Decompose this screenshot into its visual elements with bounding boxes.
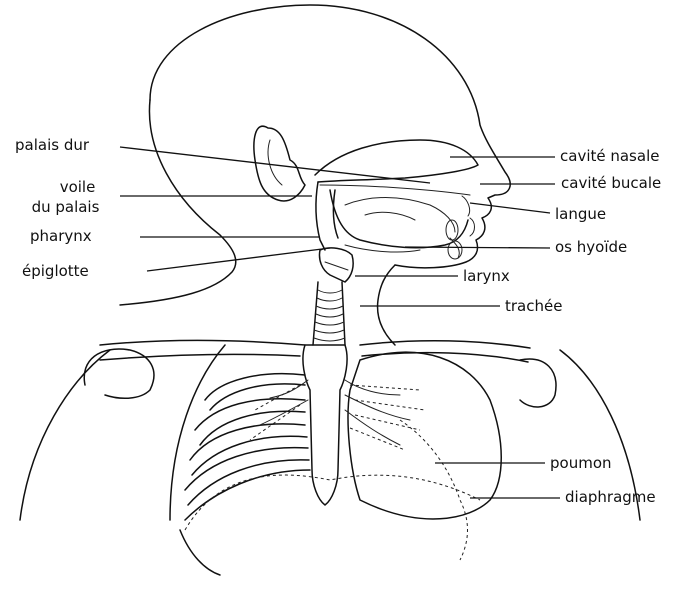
- larynx: [319, 248, 353, 282]
- label-langue: langue: [555, 205, 606, 223]
- right-lung: [348, 352, 501, 519]
- label-pharynx: pharynx: [30, 227, 92, 245]
- neck-front: [378, 265, 395, 345]
- bronchi: [250, 380, 425, 450]
- label-larynx: larynx: [463, 267, 510, 285]
- label-trachee: trachée: [505, 297, 562, 315]
- right-clavicle: [360, 341, 530, 348]
- label-voile: voile: [30, 178, 125, 196]
- label-poumon: poumon: [550, 454, 612, 472]
- left-clavicle: [100, 340, 305, 345]
- head-outline: [150, 5, 510, 268]
- rib-cage: [170, 345, 310, 575]
- leader-langue: [470, 203, 550, 213]
- leader-epiglotte: [147, 248, 330, 271]
- sternum: [303, 345, 347, 505]
- label-cavite-bucale: cavité bucale: [561, 174, 661, 192]
- oral-cavity: [330, 190, 468, 248]
- trachea: [313, 282, 345, 345]
- label-diaphragme: diaphragme: [565, 488, 656, 506]
- label-os-hyoide: os hyoïde: [555, 238, 627, 256]
- left-shoulder: [84, 349, 154, 398]
- pharynx: [316, 182, 325, 250]
- right-shoulder: [520, 359, 556, 407]
- label-palais-dur: palais dur: [15, 136, 89, 154]
- label-cavite-nasale: cavité nasale: [560, 147, 659, 165]
- label-epiglotte: épiglotte: [22, 262, 89, 280]
- nasal-cavity: [315, 140, 478, 182]
- label-du-palais: du palais: [18, 198, 113, 216]
- diaphragm: [185, 475, 480, 530]
- neck-back: [120, 100, 236, 305]
